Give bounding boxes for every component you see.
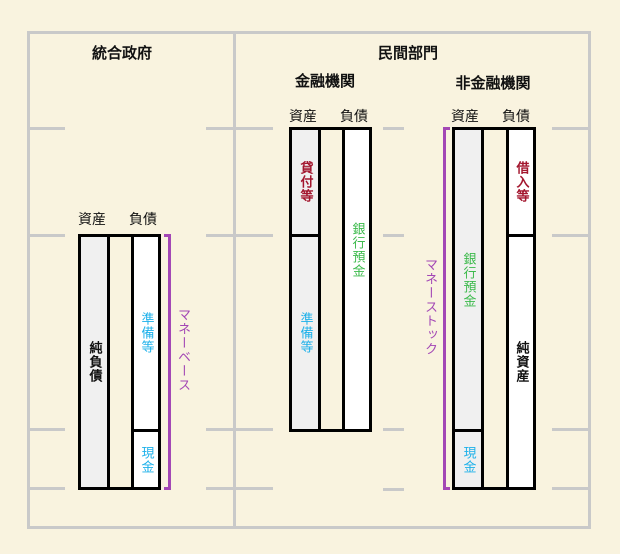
nonfin-liabilities-label: 負債 [502, 109, 530, 125]
sector-divider [233, 31, 236, 526]
fin-liabilities-label: 負債 [340, 109, 368, 125]
nonfinancial-header: 非金融機関 [455, 74, 531, 92]
gov-assets-label: 資産 [78, 212, 106, 228]
fin-reserves-text: 準備等 [297, 312, 313, 354]
fin-reserves-box: 準備等 [289, 234, 321, 432]
diagram-frame [27, 31, 591, 529]
monetary-base-label: マネーベース [175, 308, 190, 392]
gov-spacer-column [107, 234, 134, 490]
nonfin-borrowings-box: 借入等 [506, 127, 536, 237]
fin-spacer-column [318, 127, 345, 432]
nonfin-deposits-box: 銀行預金 [452, 127, 484, 432]
fin-loans-box: 貸付等 [289, 127, 321, 237]
nonfin-net-assets-box: 純資産 [506, 234, 536, 490]
private-sector-header: 民間部門 [377, 44, 438, 62]
gov-cash-text: 現金 [138, 445, 154, 474]
gov-liabilities-label: 負債 [129, 212, 157, 228]
nonfin-borrowings-text: 借入等 [513, 161, 529, 203]
government-header: 統合政府 [91, 44, 152, 62]
monetary-base-bracket [164, 234, 171, 490]
fin-deposits-text: 銀行預金 [349, 221, 365, 278]
gov-reserves-text: 準備等 [138, 312, 154, 354]
gov-cash-box: 現金 [131, 429, 161, 490]
money-stock-bracket [443, 127, 450, 490]
financial-header: 金融機関 [294, 72, 355, 90]
fin-loans-text: 貸付等 [297, 161, 313, 203]
money-stock-label: マネーストック [422, 258, 437, 356]
gov-reserves-box: 準備等 [131, 234, 161, 432]
nonfin-assets-label: 資産 [451, 109, 479, 125]
fin-assets-label: 資産 [289, 109, 317, 125]
nonfin-cash-text: 現金 [460, 445, 476, 474]
nonfin-deposits-text: 銀行預金 [460, 251, 476, 308]
fin-deposits-box: 銀行預金 [342, 127, 372, 432]
gov-net-debt-box: 純負債 [78, 234, 110, 490]
nonfin-cash-box: 現金 [452, 429, 484, 490]
nonfin-net-assets-text: 純資産 [513, 341, 529, 383]
nonfin-spacer-column [481, 127, 509, 490]
gov-net-debt-text: 純負債 [86, 341, 102, 383]
